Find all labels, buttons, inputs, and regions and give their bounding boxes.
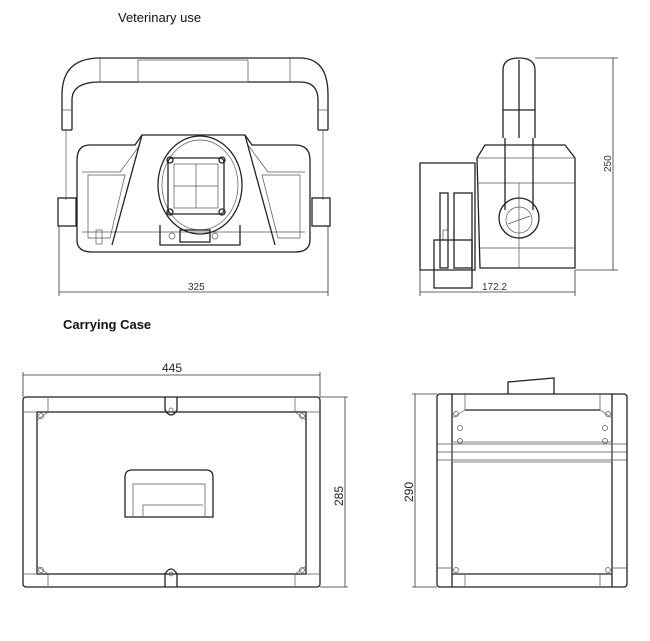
case-handle xyxy=(124,469,214,518)
width-dimension-line xyxy=(58,226,329,296)
device-depth-label: 172.2 xyxy=(482,282,507,293)
case-width-dimension-line xyxy=(22,372,321,397)
case-side-tab xyxy=(507,377,555,394)
device-width-label: 325 xyxy=(188,282,205,293)
top-latch xyxy=(164,397,178,416)
case-side-outline xyxy=(436,393,628,588)
case-side-view xyxy=(412,377,628,588)
display-panel xyxy=(179,229,211,243)
bottom-latch xyxy=(164,568,178,587)
case-front-outline xyxy=(22,396,321,588)
tube-port xyxy=(157,135,243,235)
veterinary-use-title: Veterinary use xyxy=(118,10,202,25)
right-pivot xyxy=(311,197,331,227)
left-pivot xyxy=(57,197,77,227)
carrying-case-title: Carrying Case xyxy=(63,317,152,332)
case-front-height-label: 285 xyxy=(332,486,346,506)
device-body xyxy=(76,134,311,253)
case-front-view xyxy=(22,372,348,588)
device-side-view xyxy=(419,57,618,296)
collimator-window xyxy=(167,157,225,215)
side-slot xyxy=(439,192,449,269)
device-front-view xyxy=(57,57,331,296)
pivot-knob xyxy=(498,197,540,239)
side-handle xyxy=(502,57,536,138)
case-side-height-label: 290 xyxy=(402,482,416,502)
case-width-label: 445 xyxy=(162,361,182,375)
carry-handle xyxy=(61,57,329,131)
device-height-label: 250 xyxy=(603,155,614,172)
